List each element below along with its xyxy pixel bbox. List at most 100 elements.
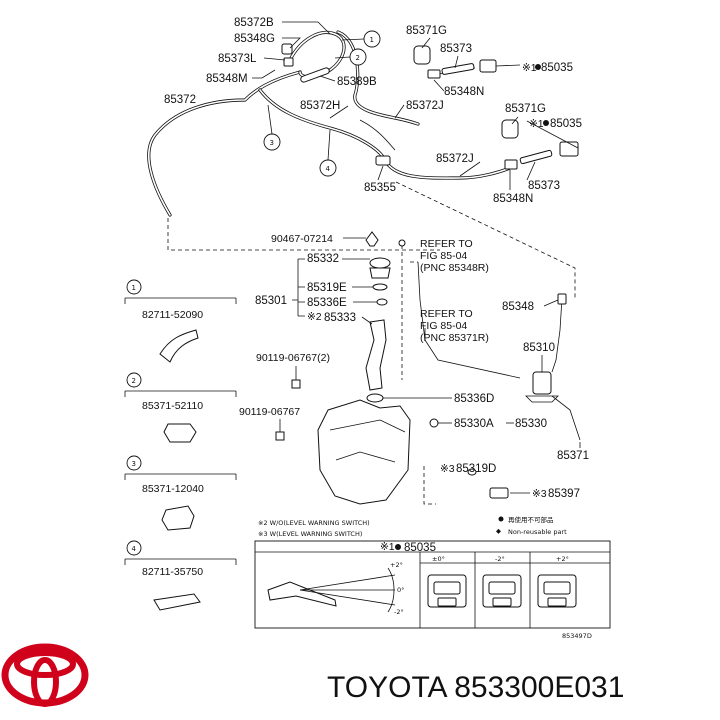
grommet-85336D xyxy=(366,393,384,403)
label-85301: 85301 xyxy=(255,295,287,307)
label-85371: 85371 xyxy=(557,450,589,462)
label-90119: 90119-06767 xyxy=(239,406,300,418)
label-85371G-a: 85371G xyxy=(406,25,447,37)
level-stick-top xyxy=(398,239,406,247)
label-85371G-b: 85371G xyxy=(505,103,546,115)
side-part-3-drawing xyxy=(161,505,195,531)
mark-3-85319D: ※3 xyxy=(440,463,455,475)
check-valve-85348N-b xyxy=(504,159,518,170)
connector-view-minus2 xyxy=(482,574,522,608)
cap-body xyxy=(369,267,391,279)
label-85372J-a: 85372J xyxy=(406,100,444,112)
tank-85330 xyxy=(317,399,411,505)
clip-85348G xyxy=(281,43,293,55)
box-dot xyxy=(395,544,401,550)
legend-symbol: ◆ xyxy=(496,527,501,535)
grommet-85319D xyxy=(467,468,477,476)
label-85348: 85348 xyxy=(502,301,534,313)
bullet-dot-a xyxy=(535,64,541,70)
callout-3-text: 3 xyxy=(270,139,274,147)
grommet-85330A xyxy=(429,418,439,428)
label-85310: 85310 xyxy=(523,342,555,354)
ref2-line3: (PNC 85371R) xyxy=(420,332,489,344)
hose-85389B xyxy=(300,67,330,83)
switch-85397 xyxy=(489,487,509,499)
nozzle-drawing xyxy=(267,581,337,607)
side-part-2-num: 2 xyxy=(132,377,136,385)
note-2: ※2 W/O(LEVEL WARNING SWITCH) xyxy=(258,519,370,527)
label-90119-2: 90119-06767(2) xyxy=(256,352,330,364)
clamp-85373L xyxy=(283,57,294,67)
legend-reuse: 再使用不可部品 xyxy=(508,515,554,524)
side-part-2: 2 85371-52110 xyxy=(124,372,237,443)
side-part-4-drawing xyxy=(153,593,201,611)
callout-4-text: 4 xyxy=(326,165,331,173)
nozzle-detail-box: ※1 85035 ±0° -2° +2° +2° 0° -2° xyxy=(254,540,611,629)
label-85372B: 85372B xyxy=(234,17,274,29)
bullet-dot-b xyxy=(543,120,549,126)
side-part-2-pn: 85371-52110 xyxy=(142,400,203,412)
ref1-line1: REFER TO xyxy=(420,238,473,250)
cap-85332 xyxy=(369,257,391,269)
side-parts-list: 1 82711-52090 2 85371-52110 3 85371-1204… xyxy=(124,279,237,611)
figure-id: 853497D xyxy=(562,632,592,640)
label-85372: 85372 xyxy=(164,94,196,106)
joint-85348 xyxy=(557,293,567,305)
label-85373-b: 85373 xyxy=(528,180,560,192)
angle-p2: +2° xyxy=(556,555,569,563)
callout-1-text: 1 xyxy=(370,36,374,44)
dashed-link-left xyxy=(167,218,440,251)
label-85332: 85332 xyxy=(307,253,339,265)
label-85035-b: 85035 xyxy=(550,118,582,130)
tank-labels: 90467-07214 85332 85301 85319E 85336E ※2… xyxy=(239,233,589,505)
note-3: ※3 W(LEVEL WARNING SWITCH) xyxy=(258,530,362,538)
side-part-1-pn: 82711-52090 xyxy=(142,309,203,321)
label-85319D: 85319D xyxy=(456,463,496,475)
label-85330: 85330 xyxy=(515,418,547,430)
ref2-line1: REFER TO xyxy=(420,308,473,320)
side-part-1-drawing xyxy=(159,329,199,363)
label-85336D: 85336D xyxy=(454,393,494,405)
joint-85355 xyxy=(375,155,391,166)
label-85035-a: 85035 xyxy=(541,62,573,74)
bolt-90119-a xyxy=(291,379,301,389)
side-part-4-pn: 82711-35750 xyxy=(142,566,203,578)
label-85319E: 85319E xyxy=(307,282,347,294)
label-85373L: 85373L xyxy=(218,53,257,65)
nozzle-85035-b xyxy=(559,141,579,157)
label-85333: 85333 xyxy=(324,312,356,324)
label-85348G: 85348G xyxy=(234,33,275,45)
callout-2-text: 2 xyxy=(356,54,360,62)
mark-1-a: ※1 xyxy=(522,62,537,74)
gauge-0: 0° xyxy=(397,586,404,594)
side-part-4-num: 4 xyxy=(132,545,137,553)
pump-85310 xyxy=(532,371,552,395)
upper-labels: 85372B 85348G 85373L 85348M 85389B 85372… xyxy=(164,17,582,205)
mark-1-b: ※1 xyxy=(529,118,544,130)
label-85348N-b: 85348N xyxy=(493,193,533,205)
label-85389B: 85389B xyxy=(337,76,377,88)
nozzle-85371G-b xyxy=(501,119,519,139)
label-85373-a: 85373 xyxy=(440,43,472,55)
label-90467: 90467-07214 xyxy=(271,233,333,245)
tank-assembly xyxy=(275,231,581,505)
label-85372J-b: 85372J xyxy=(436,153,474,165)
label-85397: 85397 xyxy=(548,488,580,500)
mark-2-85333: ※2 xyxy=(307,311,322,323)
label-85372H: 85372H xyxy=(300,100,340,112)
gauge-m2: -2° xyxy=(394,608,404,616)
gauge-p2: +2° xyxy=(390,561,403,569)
check-valve-85348N-a xyxy=(427,69,441,79)
label-85348N-a: 85348N xyxy=(444,86,484,98)
seal-85336E xyxy=(376,298,388,306)
label-85336E: 85336E xyxy=(307,297,347,309)
nozzle-85371G-a xyxy=(413,45,431,65)
ref1-line2: FIG 85-04 xyxy=(420,250,467,262)
angle-m2: -2° xyxy=(495,555,505,563)
legend-dot xyxy=(498,516,504,522)
side-part-1-num: 1 xyxy=(132,284,136,292)
mark-3-85397: ※3 xyxy=(532,488,547,500)
nozzle-85035-a xyxy=(479,59,497,73)
legend-nonreuse: Non-reusable part xyxy=(508,528,567,536)
connector-view-plus2 xyxy=(537,574,577,608)
